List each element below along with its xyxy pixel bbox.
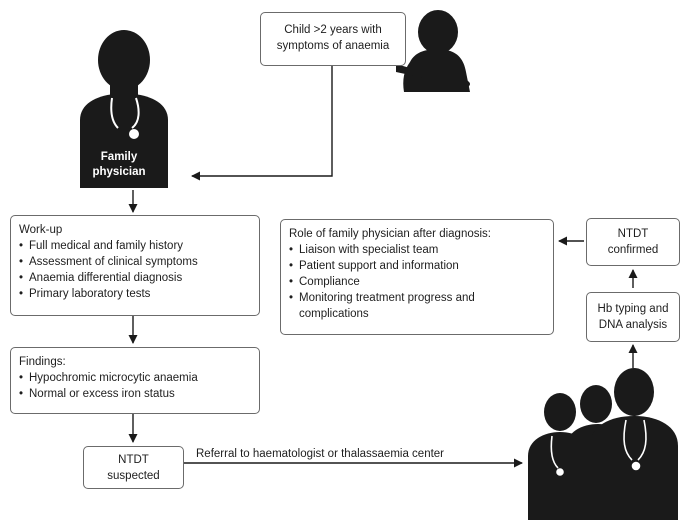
arrow-child-to-physician bbox=[191, 66, 333, 181]
role-item-continuation: complications bbox=[299, 308, 369, 320]
list-item: Liaison with specialist team bbox=[289, 242, 545, 258]
confirmed-line2: confirmed bbox=[607, 244, 659, 256]
hb-typing-line2: DNA analysis bbox=[598, 319, 668, 331]
list-item: Primary laboratory tests bbox=[19, 286, 251, 302]
list-item: Hypochromic microcytic anaemia bbox=[19, 370, 251, 386]
list-item: Assessment of clinical symptoms bbox=[19, 254, 251, 270]
start-line1: Child >2 years with bbox=[284, 24, 382, 36]
suspected-line2: suspected bbox=[107, 470, 160, 482]
workup-list: Full medical and family history Assessme… bbox=[19, 238, 251, 302]
start-line2: symptoms of anaemia bbox=[276, 40, 390, 52]
list-item: Full medical and family history bbox=[19, 238, 251, 254]
child-silhouette bbox=[396, 10, 470, 92]
list-item: Monitoring treatment progress and bbox=[289, 290, 545, 306]
hb-typing-box: Hb typing and DNA analysis bbox=[586, 292, 680, 342]
role-box: Role of family physician after diagnosis… bbox=[280, 219, 554, 335]
findings-list: Hypochromic microcytic anaemia Normal or… bbox=[19, 370, 251, 402]
family-physician-label-line1: Family bbox=[100, 151, 138, 163]
findings-title: Findings: bbox=[19, 356, 66, 368]
workup-title: Work-up bbox=[19, 224, 63, 236]
role-list: Liaison with specialist team Patient sup… bbox=[289, 242, 545, 306]
specialist-team-silhouette bbox=[528, 368, 678, 520]
list-item: Anaemia differential diagnosis bbox=[19, 270, 251, 286]
stethoscope-icon bbox=[110, 97, 140, 139]
hb-typing-line1: Hb typing and bbox=[597, 303, 669, 315]
list-item: Patient support and information bbox=[289, 258, 545, 274]
family-physician-label-line2: physician bbox=[92, 166, 146, 178]
specialist-stethoscope-icon bbox=[550, 419, 647, 476]
findings-box: Findings: Hypochromic microcytic anaemia… bbox=[10, 347, 260, 414]
family-physician-silhouette bbox=[80, 30, 168, 188]
suspected-box: NTDT suspected bbox=[83, 446, 184, 489]
confirmed-box: NTDT confirmed bbox=[586, 218, 680, 266]
list-item: Compliance bbox=[289, 274, 545, 290]
start-box: Child >2 years with symptoms of anaemia bbox=[260, 12, 406, 66]
workup-box: Work-up Full medical and family history … bbox=[10, 215, 260, 316]
family-physician-label: Family physician bbox=[76, 150, 162, 180]
suspected-line1: NTDT bbox=[118, 454, 149, 466]
list-item: Normal or excess iron status bbox=[19, 386, 251, 402]
confirmed-line1: NTDT bbox=[617, 228, 649, 240]
role-title: Role of family physician after diagnosis… bbox=[289, 228, 491, 240]
referral-label: Referral to haematologist or thalassaemi… bbox=[196, 448, 445, 460]
